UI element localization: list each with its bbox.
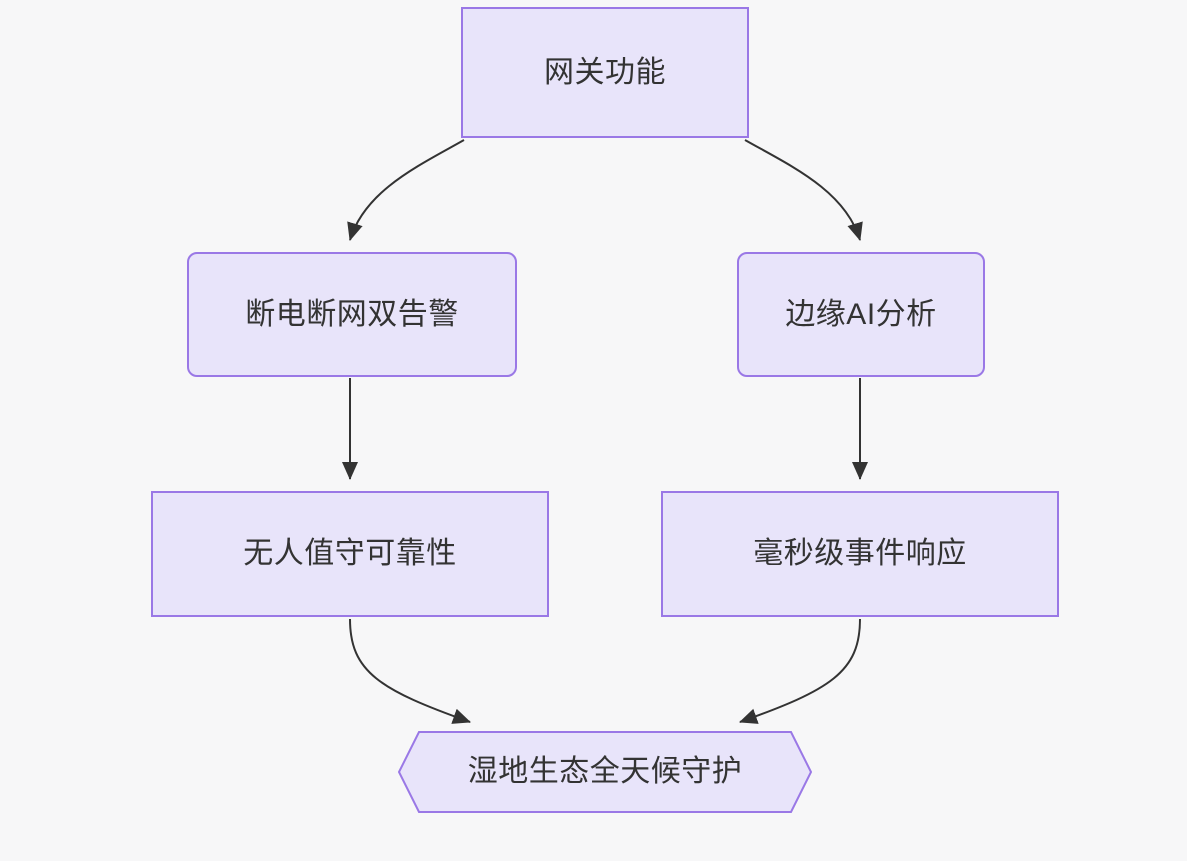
node-dual-alarm[interactable]: 断电断网双告警 xyxy=(187,252,517,377)
node-gateway-label: 网关功能 xyxy=(544,55,666,89)
node-millisecond-response-label: 毫秒级事件响应 xyxy=(753,537,967,570)
edge-reliability-to-wetland-guard xyxy=(349,618,471,724)
node-gateway[interactable]: 网关功能 xyxy=(461,7,749,138)
node-wetland-guard-label: 湿地生态全天候守护 xyxy=(467,755,743,788)
node-unattended-reliability[interactable]: 无人值守可靠性 xyxy=(151,491,549,617)
node-dual-alarm-label: 断电断网双告警 xyxy=(245,297,459,331)
node-unattended-reliability-label: 无人值守可靠性 xyxy=(243,537,457,570)
node-millisecond-response[interactable]: 毫秒级事件响应 xyxy=(661,491,1059,617)
edge-ms-response-to-wetland-guard xyxy=(739,618,861,724)
hexagon-shape xyxy=(398,731,812,813)
edge-gateway-to-dual-alarm xyxy=(347,139,465,241)
node-wetland-guard[interactable]: 湿地生态全天候守护 xyxy=(398,731,812,813)
edge-gateway-to-edge-ai xyxy=(744,139,863,241)
node-edge-ai-label: 边缘AI分析 xyxy=(785,297,937,331)
node-edge-ai[interactable]: 边缘AI分析 xyxy=(737,252,985,377)
